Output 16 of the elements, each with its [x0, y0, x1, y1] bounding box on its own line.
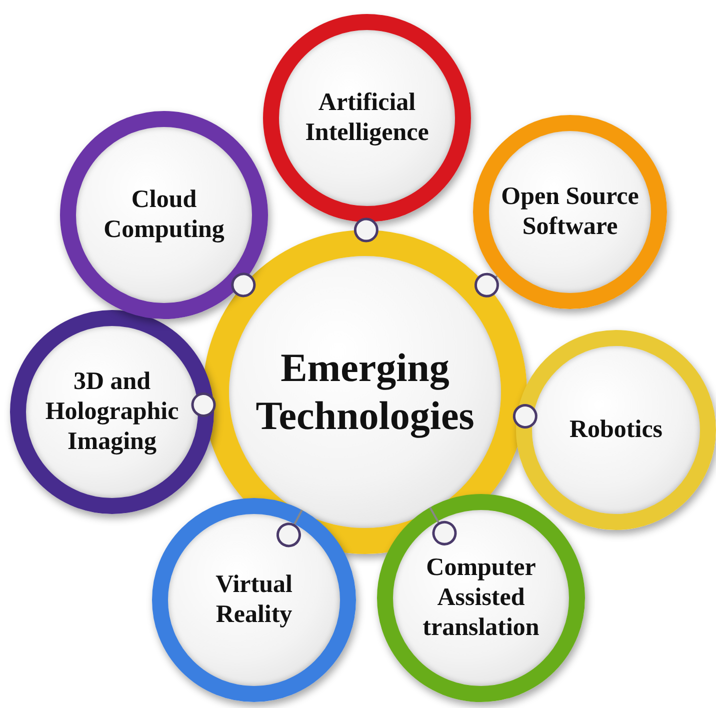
connector-dot — [512, 404, 538, 428]
topic-label: Artificial Intelligence — [304, 88, 430, 148]
topic-circle — [516, 330, 716, 530]
topic-label: 3D and Holographic Imaging — [44, 367, 180, 457]
connector-dot — [231, 272, 256, 298]
connector-dot — [191, 392, 216, 417]
topic-label: Robotics — [569, 415, 663, 445]
topic-label: Open Source Software — [500, 182, 640, 242]
connector-dot — [276, 510, 303, 548]
topic-label: Computer Assisted translation — [422, 553, 540, 643]
hub-label: Emerging Technologies — [254, 344, 476, 440]
topic-label: Cloud Computing — [102, 185, 226, 245]
connector-dot — [429, 506, 457, 546]
connector-dot — [474, 272, 499, 298]
connector-dot — [354, 218, 378, 242]
topic-label: Virtual Reality — [214, 570, 294, 630]
